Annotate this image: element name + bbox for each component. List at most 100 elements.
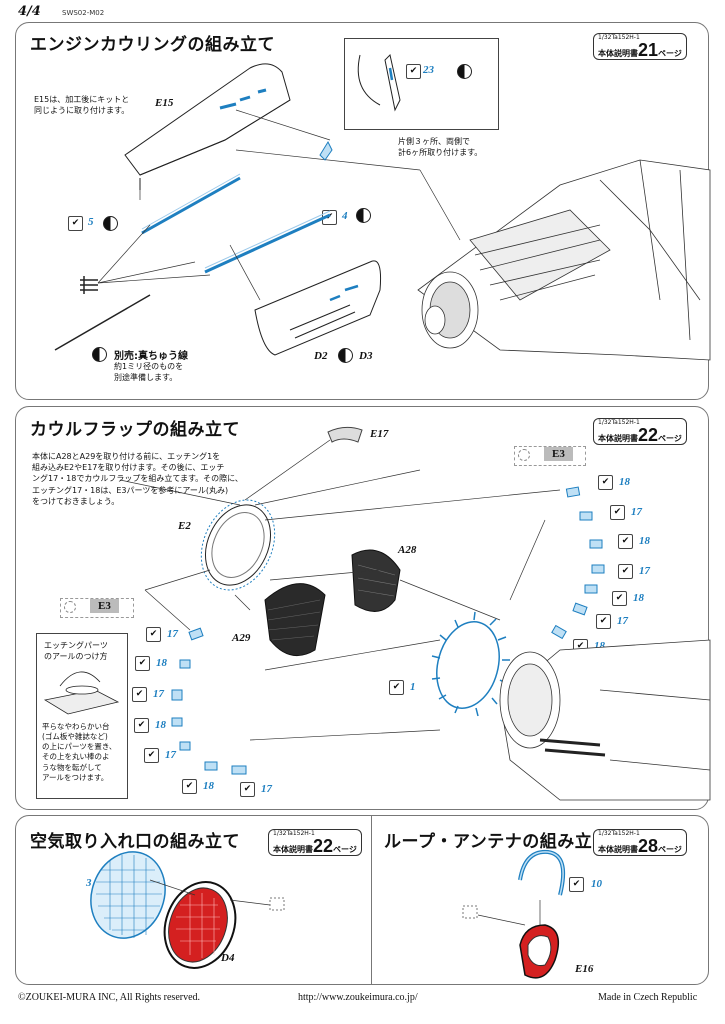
both-sides-icon (457, 64, 472, 79)
ref-label: 本体説明書 (598, 49, 638, 58)
copyright-text: ©ZOUKEI-MURA INC, All Rights reserved. (18, 992, 201, 1003)
ref-suffix: ページ (658, 49, 682, 58)
flap-pieces-right (551, 486, 605, 640)
part-label-e15: E15 (155, 97, 174, 109)
both-sides-icon (92, 347, 107, 362)
note-line: (ゴム板や雑誌など) (42, 732, 108, 742)
ref-label: 本体説明書 (598, 845, 638, 854)
check-box: ✔ (182, 779, 197, 794)
cowling-e15-drawing (124, 63, 291, 190)
check-box: ✔ (322, 210, 337, 225)
etching-number: 17 (165, 749, 176, 761)
ref-label: 本体説明書 (598, 434, 638, 443)
part-label-e3: E3 (90, 599, 119, 613)
check-box: ✔ (610, 505, 625, 520)
check-box: ✔ (144, 748, 159, 763)
note-line: エッチング17・18は、E3パーツを参考にアール(丸み) (32, 485, 229, 495)
loop-antenna-drawing (518, 849, 565, 979)
ref-code: 1/32Ta152H-1 (598, 34, 640, 41)
etching-number-1: 1 (410, 681, 416, 693)
engine-cowling-title: エンジンカウリングの組み立て (30, 35, 275, 55)
cowl-flap-note: 本体にA28とA29を取り付ける前に、エッチング1を 組み込みE2やE17を取り… (32, 451, 243, 507)
both-sides-icon (338, 348, 353, 363)
part-ref-box-e3 (60, 598, 134, 618)
check-box: ✔ (618, 534, 633, 549)
detail-inset-box (344, 38, 499, 130)
etching-number-3: 3 (86, 877, 92, 889)
check-box: ✔ (135, 656, 150, 671)
wire-title: 別売:真ちゅう線 (114, 351, 188, 362)
part-label-d4: D4 (221, 952, 235, 964)
part-ref-box-e3 (514, 446, 586, 466)
ref-code: 1/32Ta152H-1 (598, 419, 640, 426)
ref-code: 1/32Ta152H-1 (273, 830, 315, 837)
note-line: E15は、加工後にキットと (34, 95, 130, 104)
check-box: ✔ (134, 718, 149, 733)
etching-number: 17 (617, 615, 628, 627)
intake-grid-drawing (90, 851, 166, 939)
part-label-d2: D2 (314, 350, 328, 362)
etching-number: 18 (203, 780, 214, 792)
etching-number: 18 (619, 476, 630, 488)
etching-number-23: 23 (423, 64, 434, 76)
e2-ring-drawing (200, 499, 276, 591)
etching-number: 17 (261, 783, 272, 795)
note-line: をつけておきましょう。 (32, 496, 120, 506)
check-box: ✔ (598, 475, 613, 490)
check-box: ✔ (618, 564, 633, 579)
page-number: 4/4 (18, 4, 41, 19)
ref-suffix: ページ (658, 845, 682, 854)
check-box: ✔ (146, 627, 161, 642)
note-line: のアールのつけ方 (44, 652, 108, 662)
note-line: その上を丸い棒のよ (42, 752, 110, 762)
ref-code: 1/32Ta152H-1 (598, 830, 640, 837)
flap-pieces-left (171, 627, 247, 775)
note-line: の上にパーツを置き、 (42, 742, 117, 752)
manual-page-ref-22: 1/32Ta152H-1 本体説明書22ページ (268, 829, 362, 856)
note-line: 計6ヶ所取り付けます。 (398, 148, 483, 158)
bending-tip-title: エッチングパーツ のアールのつけ方 (44, 640, 108, 662)
a29-part-drawing (264, 583, 326, 657)
cowl-flap-title: カウルフラップの組み立て (30, 420, 240, 440)
part-label-e2: E2 (178, 520, 191, 532)
ref-page: 21 (638, 40, 659, 60)
note-line: ング17・18でカウルフラップを組み立てます。その際に、 (32, 474, 243, 484)
e15-note: E15は、加工後にキットと 同じように取り付けます。 (34, 94, 129, 116)
part-icon (269, 897, 285, 911)
part-label-a29: A29 (232, 632, 251, 644)
check-box: ✔ (612, 591, 627, 606)
check-box: ✔ (389, 680, 404, 695)
etching-number: 18 (639, 535, 650, 547)
check-box: ✔ (596, 614, 611, 629)
etching-number-4: 4 (342, 210, 348, 222)
note-line: アールをつけます。 (42, 772, 109, 782)
cowling-d2-d3-drawing (254, 260, 381, 356)
wire-note: 約1ミリ径のものを 別途準備します。 (114, 361, 183, 383)
manual-page-ref-22: 1/32Ta152H-1 本体説明書22ページ (593, 418, 687, 445)
e17-part-drawing (327, 426, 363, 443)
check-box: ✔ (406, 64, 421, 79)
part-label-e16: E16 (575, 963, 594, 975)
sides-note: 片側３ヶ所、両側で 計6ヶ所取り付けます。 (398, 136, 482, 158)
note-line: 片側３ヶ所、両側で (398, 137, 470, 146)
website-url[interactable]: http://www.zoukeimura.co.jp/ (298, 992, 418, 1003)
etching-number: 17 (153, 688, 164, 700)
check-box: ✔ (240, 782, 255, 797)
ref-suffix: ページ (333, 845, 357, 854)
etching-number: 18 (633, 592, 644, 604)
note-line: うな物を転がして (42, 762, 102, 772)
part-icon (518, 449, 530, 461)
note-line: エッチングパーツ (44, 641, 108, 650)
manual-page-ref-28: 1/32Ta152H-1 本体説明書28ページ (593, 829, 687, 856)
check-box: ✔ (132, 687, 147, 702)
loop-antenna-title: ループ・アンテナの組み立て (384, 832, 610, 852)
note-line: 同じように取り付けます。 (34, 106, 130, 116)
etching-number-10: 10 (591, 878, 602, 890)
part-icon (462, 905, 478, 919)
etching-number: 18 (155, 719, 166, 731)
etching-strip-drawing (141, 176, 331, 274)
bending-tip-box (36, 633, 128, 799)
ref-page: 22 (313, 836, 334, 856)
brass-wire (54, 294, 151, 351)
note-line: 平らなやわらかい台 (42, 722, 110, 731)
